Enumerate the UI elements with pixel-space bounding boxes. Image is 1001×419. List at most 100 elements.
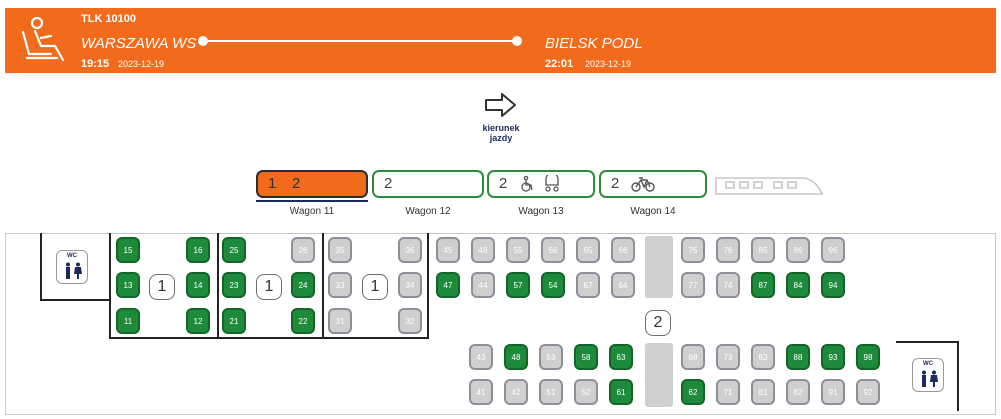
- seat-71[interactable]: 71: [716, 379, 740, 405]
- seat-41[interactable]: 41: [469, 379, 493, 405]
- seat-24[interactable]: 24: [291, 272, 315, 298]
- wagon-14-button[interactable]: 2: [599, 170, 707, 198]
- route-start-dot: [198, 36, 208, 46]
- corridor-line: [109, 337, 429, 339]
- bicycle-icon: [631, 177, 655, 192]
- wc-label: WC: [923, 361, 933, 367]
- seat-85[interactable]: 85: [751, 237, 775, 263]
- wagon-11-button[interactable]: 1 2: [256, 170, 368, 198]
- table: [645, 343, 673, 407]
- wc-wall: [40, 299, 110, 301]
- selected-wagon-indicator: [256, 200, 368, 202]
- wagon-12-button[interactable]: 2: [372, 170, 484, 198]
- wc-wall: [40, 233, 42, 301]
- seat-94[interactable]: 94: [821, 272, 845, 298]
- seat-16[interactable]: 16: [186, 237, 210, 263]
- seat-13[interactable]: 13: [116, 272, 140, 298]
- restroom-icon: [66, 262, 82, 279]
- seat-32[interactable]: 32: [398, 308, 422, 334]
- seat-25[interactable]: 25: [222, 237, 246, 263]
- class-2-label: 2: [611, 175, 620, 192]
- seat-62[interactable]: 62: [681, 379, 705, 405]
- wagon-14-label: Wagon 14: [630, 206, 676, 217]
- seat-98[interactable]: 98: [856, 344, 880, 370]
- departure-time: 19:15: [81, 58, 110, 70]
- seat-74[interactable]: 74: [716, 272, 740, 298]
- seat-55[interactable]: 55: [506, 237, 530, 263]
- route-end-dot: [512, 36, 522, 46]
- seat-11[interactable]: 11: [116, 308, 140, 334]
- seat-77[interactable]: 77: [681, 272, 705, 298]
- seat-83[interactable]: 83: [751, 344, 775, 370]
- arrival-date: 2023-12-19: [585, 59, 632, 69]
- seat-53[interactable]: 53: [539, 344, 563, 370]
- seat-43[interactable]: 43: [469, 344, 493, 370]
- seat-31[interactable]: 31: [328, 308, 352, 334]
- seat-34[interactable]: 34: [398, 272, 422, 298]
- seat-56[interactable]: 56: [541, 237, 565, 263]
- wc-wall: [957, 341, 959, 411]
- seat-57[interactable]: 57: [506, 272, 530, 298]
- wc-label: WC: [67, 253, 77, 259]
- seat-73[interactable]: 73: [716, 344, 740, 370]
- passenger-seat-icon: [21, 16, 65, 62]
- travel-direction: kierunek jazdy: [476, 92, 526, 143]
- seat-88[interactable]: 88: [786, 344, 810, 370]
- seat-36[interactable]: 36: [398, 237, 422, 263]
- seat-15[interactable]: 15: [116, 237, 140, 263]
- seat-58[interactable]: 58: [574, 344, 598, 370]
- arrival-time: 22:01: [545, 58, 574, 70]
- seat-87[interactable]: 87: [751, 272, 775, 298]
- restroom-icon: [922, 370, 938, 387]
- seat-96[interactable]: 96: [821, 237, 845, 263]
- seat-64[interactable]: 64: [611, 272, 635, 298]
- compartment-wall: [427, 233, 429, 339]
- seat-65[interactable]: 65: [576, 237, 600, 263]
- wagon-13-button[interactable]: 2: [487, 170, 595, 198]
- class-2-label: 2: [292, 175, 301, 192]
- class-2-label: 2: [499, 175, 508, 192]
- direction-label-line2: jazdy: [489, 133, 513, 143]
- seat-84[interactable]: 84: [786, 272, 810, 298]
- wagon-11-label: Wagon 11: [289, 206, 335, 217]
- seat-22[interactable]: 22: [291, 308, 315, 334]
- seat-51[interactable]: 51: [539, 379, 563, 405]
- seat-63[interactable]: 63: [609, 344, 633, 370]
- seat-67[interactable]: 67: [576, 272, 600, 298]
- class-1-badge: 1: [256, 274, 282, 300]
- seat-48[interactable]: 48: [504, 344, 528, 370]
- class-2-badge: 2: [645, 310, 671, 336]
- seat-82[interactable]: 82: [786, 379, 810, 405]
- seat-86[interactable]: 86: [786, 237, 810, 263]
- seat-33[interactable]: 33: [328, 272, 352, 298]
- seat-47[interactable]: 47: [436, 272, 460, 298]
- class-1-badge: 1: [362, 274, 388, 300]
- seat-66[interactable]: 66: [611, 237, 635, 263]
- seat-54[interactable]: 54: [541, 272, 565, 298]
- seat-45[interactable]: 45: [436, 237, 460, 263]
- seat-44[interactable]: 44: [471, 272, 495, 298]
- seat-21[interactable]: 21: [222, 308, 246, 334]
- wagon-13-label: Wagon 13: [518, 206, 564, 217]
- wc-right: WC: [912, 358, 944, 392]
- seat-23[interactable]: 23: [222, 272, 246, 298]
- seat-35[interactable]: 35: [328, 237, 352, 263]
- route-line: [205, 40, 521, 42]
- seat-61[interactable]: 61: [609, 379, 633, 405]
- seat-12[interactable]: 12: [186, 308, 210, 334]
- seat-52[interactable]: 52: [574, 379, 598, 405]
- compartment-wall: [322, 233, 324, 339]
- seat-46[interactable]: 46: [471, 237, 495, 263]
- seat-14[interactable]: 14: [186, 272, 210, 298]
- seat-92[interactable]: 92: [856, 379, 880, 405]
- seat-91[interactable]: 91: [821, 379, 845, 405]
- wc-wall: [896, 341, 959, 343]
- seat-81[interactable]: 81: [751, 379, 775, 405]
- seat-75[interactable]: 75: [681, 237, 705, 263]
- seat-68[interactable]: 68: [681, 344, 705, 370]
- seat-42[interactable]: 42: [504, 379, 528, 405]
- seat-26[interactable]: 26: [291, 237, 315, 263]
- seat-76[interactable]: 76: [716, 237, 740, 263]
- wc-left: WC: [56, 250, 88, 284]
- seat-93[interactable]: 93: [821, 344, 845, 370]
